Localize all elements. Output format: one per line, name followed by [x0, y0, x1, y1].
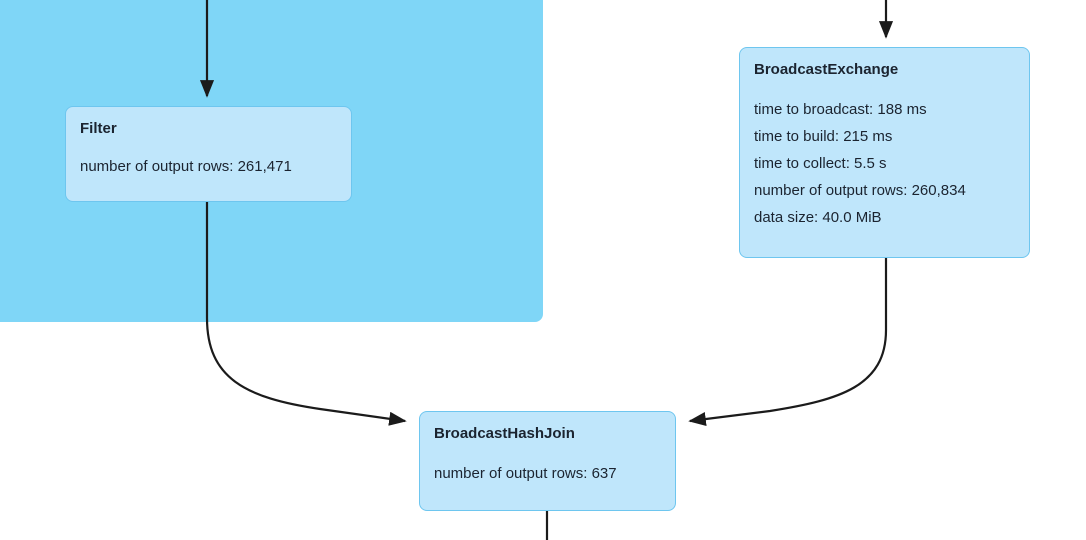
plan-node-metrics: time to broadcast: 188 ms time to build:… [754, 96, 1015, 231]
plan-node-filter[interactable]: Filter number of output rows: 261,471 [65, 106, 352, 202]
plan-node-metrics: number of output rows: 637 [434, 460, 661, 487]
plan-node-broadcastexchange[interactable]: BroadcastExchange time to broadcast: 188… [739, 47, 1030, 258]
metric-line: time to collect: 5.5 s [754, 155, 887, 172]
metric-line: number of output rows: 637 [434, 465, 617, 482]
plan-node-title: Filter [80, 120, 117, 137]
metric-line: number of output rows: 261,471 [80, 158, 292, 175]
metric-line: data size: 40.0 MiB [754, 209, 882, 226]
plan-node-title: BroadcastHashJoin [434, 425, 575, 442]
metric-line: number of output rows: 260,834 [754, 182, 966, 199]
metric-line: time to build: 215 ms [754, 128, 893, 145]
plan-node-metrics: number of output rows: 261,471 [80, 153, 337, 180]
plan-node-title: BroadcastExchange [754, 61, 899, 78]
metric-line: time to broadcast: 188 ms [754, 101, 927, 118]
plan-node-broadcasthashjoin[interactable]: BroadcastHashJoin number of output rows:… [419, 411, 676, 511]
edge-broadcastexchange-to-join [688, 258, 888, 427]
